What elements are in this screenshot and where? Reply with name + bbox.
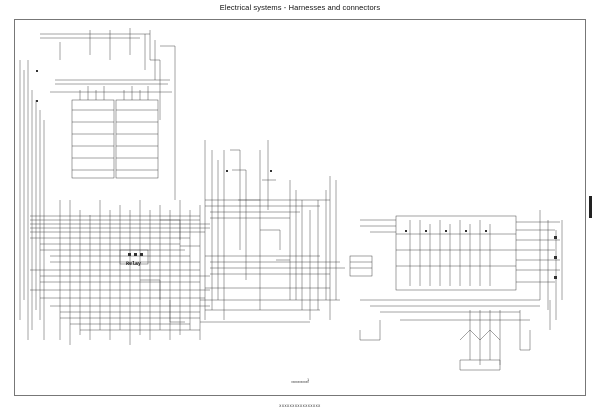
relay-block-label: Relay	[126, 261, 142, 267]
sheet-caption: xxxxxxxxxxx	[291, 380, 309, 384]
sheet-caption-number: 1	[307, 377, 310, 382]
page-title: Electrical systems - Harnesses and conne…	[219, 3, 381, 12]
footer-code: xxxxxxxxxxxxxxxx	[279, 403, 321, 408]
page-edge-tab	[589, 196, 592, 218]
wiring-diagram-sheet	[14, 19, 586, 396]
